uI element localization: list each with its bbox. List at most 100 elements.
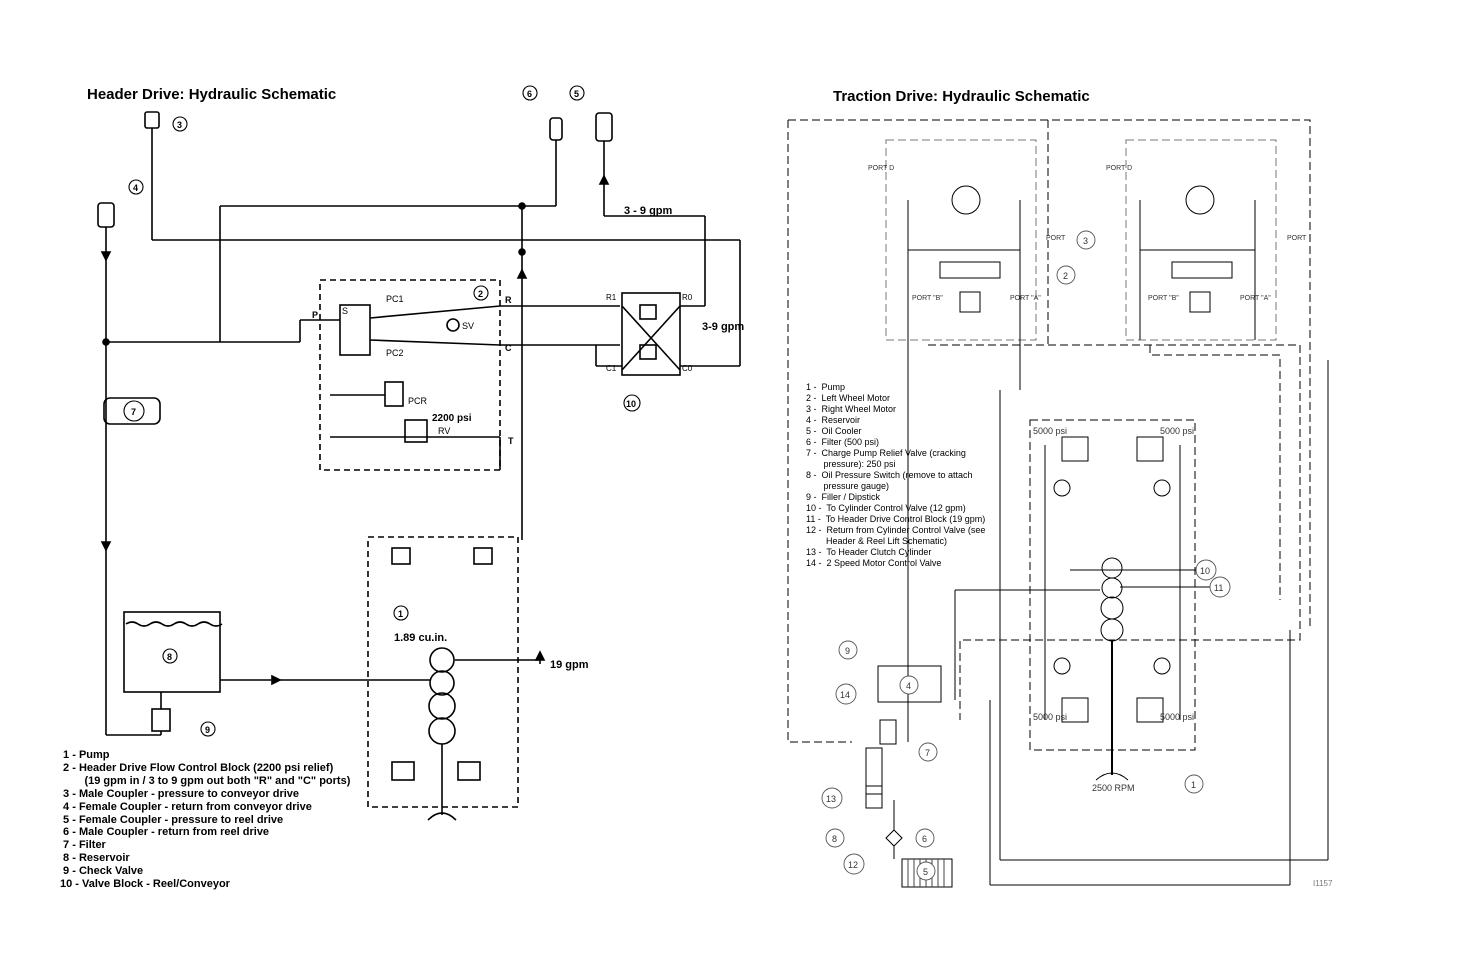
callout-8: 8 [832,834,837,844]
pressure-label: 5000 psi [1160,712,1194,722]
port-label: PC1 [386,294,404,304]
pump-displacement: 1.89 cu.in. [394,632,447,644]
traction-drive-title: Traction Drive: Hydraulic Schematic [833,88,1090,105]
port-label: P [312,310,318,320]
port-label: PC2 [386,348,404,358]
legend-item: 8 - Reservoir [60,852,130,865]
callout-14: 14 [840,690,850,700]
port-label: S [342,306,348,316]
callout-4: 4 [133,183,138,193]
traction-drive-labels: 5000 psi 5000 psi 5000 psi 5000 psi 2500… [868,165,1333,888]
rpm-label: 2500 RPM [1092,783,1135,793]
callout-8: 8 [167,652,172,662]
callout-3: 3 [177,120,182,130]
legend-item: 2 - Header Drive Flow Control Block (220… [60,761,334,774]
callout-12: 12 [848,860,858,870]
pump-1 [367,536,519,808]
legend-item: 6 - Filter (500 psi) [806,437,880,447]
right-wheel-motor-3 [1125,139,1277,341]
callout-2: 2 [478,289,483,299]
traction-drive-schematic [787,119,1329,888]
female-coupler-5 [595,112,613,142]
header-drive-legend: 1 - Pump 2 - Header Drive Flow Control B… [60,749,350,891]
flow-control-block-2 [319,279,501,471]
legend-item: pressure): 250 psi [806,459,896,469]
traction-drive-legend: 1 - Pump 2 - Left Wheel Motor 3 - Right … [806,382,1016,569]
port-d-label: PORT D [1106,165,1132,172]
callout-10: 10 [1200,566,1210,576]
legend-item: 10 - Valve Block - Reel/Conveyor [60,878,230,891]
legend-item: 14 - 2 Speed Motor Control Valve [806,558,942,568]
legend-item: 2 - Left Wheel Motor [806,393,891,403]
callout-7: 7 [925,748,930,758]
port-label: PORT [1046,235,1066,242]
traction-reservoir-4 [877,665,942,703]
port-label: C [505,343,512,353]
legend-item: Header & Reel Lift Schematic) [806,536,948,546]
port-label: C1 [606,364,617,373]
legend-item: 10 - To Cylinder Control Valve (12 gpm) [806,503,966,513]
legend-item: 9 - Filler / Dipstick [806,492,881,502]
legend-item: 13 - To Header Clutch Cylinder [806,547,932,557]
relief-pressure: 2200 psi [432,413,472,424]
callout-5: 5 [923,867,928,877]
callout-6: 6 [922,834,927,844]
legend-item: 7 - Filter [60,839,106,852]
port-d-label: PORT D [868,165,894,172]
callout-6: 6 [527,89,532,99]
port-label: T [508,436,514,446]
traction-drive-callouts: 1 2 3 4 5 6 7 8 9 10 11 12 13 14 [821,230,1231,881]
legend-item: (19 gpm in / 3 to 9 gpm out both "R" and… [60,774,351,787]
callout-9: 9 [205,725,210,735]
header-drive-labels: 3 - 9 gpm 3-9 gpm 19 gpm 1.89 cu.in. 220… [312,205,744,671]
port-b-label: PORT "B" [1148,295,1179,302]
left-wheel-motor-2 [885,139,1037,341]
legend-item: 3 - Male Coupler - pressure to conveyor … [60,787,300,800]
female-coupler-4 [97,202,115,228]
port-label: SV [462,321,474,331]
port-label: PORT [1287,235,1307,242]
drawing-number: I1157 [1313,879,1333,888]
legend-item: pressure gauge) [806,481,890,491]
port-b-label: PORT "B" [912,295,943,302]
legend-item: 7 - Charge Pump Relief Valve (cracking [806,448,966,458]
legend-item: 8 - Oil Pressure Switch (remove to attac… [806,470,973,480]
callout-13: 13 [826,794,836,804]
callout-1: 1 [398,609,403,619]
male-coupler-3 [144,111,160,129]
callout-3: 3 [1083,236,1088,246]
reservoir-8 [123,611,221,693]
header-drive-callouts: 1 2 3 4 5 6 7 8 9 10 [123,85,641,737]
legend-item: 1 - Pump [806,382,846,392]
port-a-label: PORT "A" [1240,295,1271,302]
pressure-label: 5000 psi [1033,712,1067,722]
legend-item: 5 - Oil Cooler [806,426,862,436]
port-a-label: PORT "A" [1010,295,1041,302]
header-drive-schematic [97,111,741,821]
callout-11: 11 [1214,583,1223,593]
flow-label-3: 19 gpm [550,659,589,671]
callout-10: 10 [626,399,636,409]
legend-item: 6 - Male Coupler - return from reel driv… [60,826,270,839]
port-label: R [505,295,512,305]
two-speed-valve-14 [865,747,883,795]
port-label: PCR [408,396,428,406]
legend-item: 5 - Female Coupler - pressure to reel dr… [60,813,284,826]
callout-4: 4 [906,681,911,691]
valve-block-10 [621,292,681,376]
legend-item: 9 - Check Valve [60,865,144,878]
legend-item: 3 - Right Wheel Motor [806,404,897,414]
legend-item: 11 - To Header Drive Control Block (19 g… [806,514,986,524]
check-valve-9 [151,708,171,732]
port-label: C0 [682,364,693,373]
legend-item: 12 - Return from Cylinder Control Valve … [806,525,986,535]
port-label: RV [438,426,450,436]
oil-cooler-5 [901,858,953,888]
male-coupler-6 [549,117,563,141]
callout-9: 9 [845,646,850,656]
charge-relief-valve-7 [879,719,897,745]
legend-item: 1 - Pump [60,749,110,761]
callout-2: 2 [1063,271,1068,281]
flow-label-2: 3-9 gpm [702,321,744,333]
